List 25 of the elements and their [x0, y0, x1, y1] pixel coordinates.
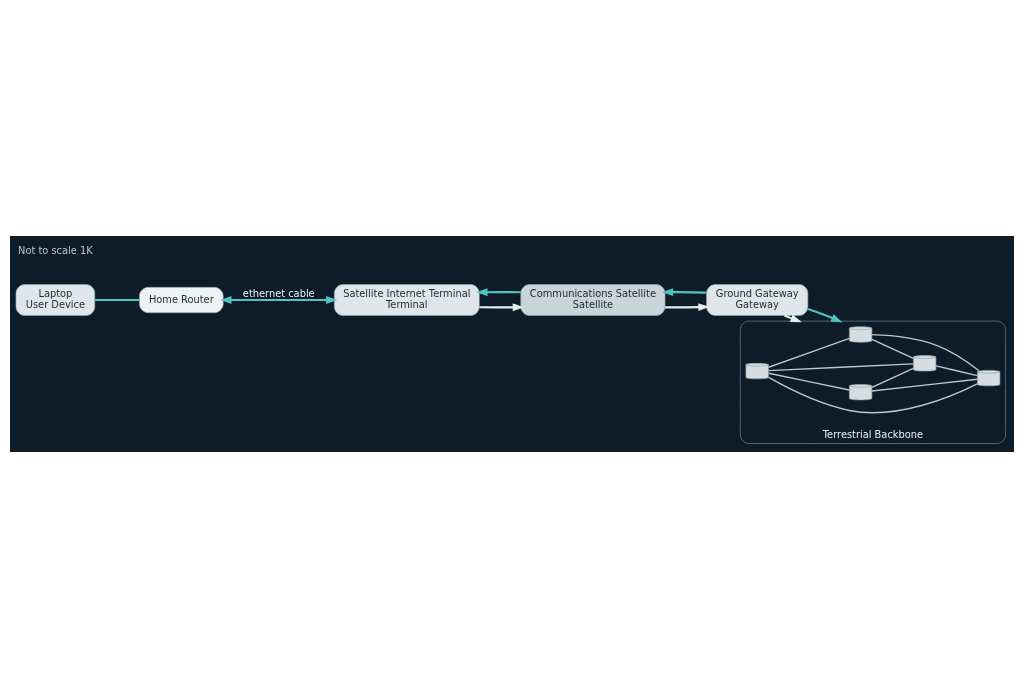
arrow	[784, 314, 802, 322]
node-box: Home Router	[139, 286, 224, 313]
arrow	[220, 295, 338, 304]
connector	[935, 364, 978, 376]
arrow	[476, 287, 521, 296]
node-box: Ground Gateway Gateway	[706, 283, 809, 316]
cluster: Terrestrial Backbone	[739, 320, 1006, 444]
node-box: Laptop User Device	[15, 283, 96, 316]
arrow	[661, 287, 707, 296]
connector	[871, 338, 914, 359]
node-box: Communications Satellite Satellite	[520, 283, 666, 316]
connector	[871, 378, 979, 392]
connector	[767, 362, 914, 371]
arrow	[807, 307, 843, 322]
connector	[94, 298, 140, 301]
connector	[767, 337, 851, 368]
arrow	[665, 302, 710, 311]
connector	[768, 376, 978, 413]
edge-label: ethernet cable	[242, 287, 315, 299]
connector	[871, 367, 914, 388]
node-box: Satellite Internet Terminal Terminal	[334, 283, 480, 316]
arrow	[479, 302, 524, 311]
label: Not to scale 1K	[18, 244, 93, 256]
connector	[871, 333, 980, 371]
connector	[767, 372, 851, 391]
